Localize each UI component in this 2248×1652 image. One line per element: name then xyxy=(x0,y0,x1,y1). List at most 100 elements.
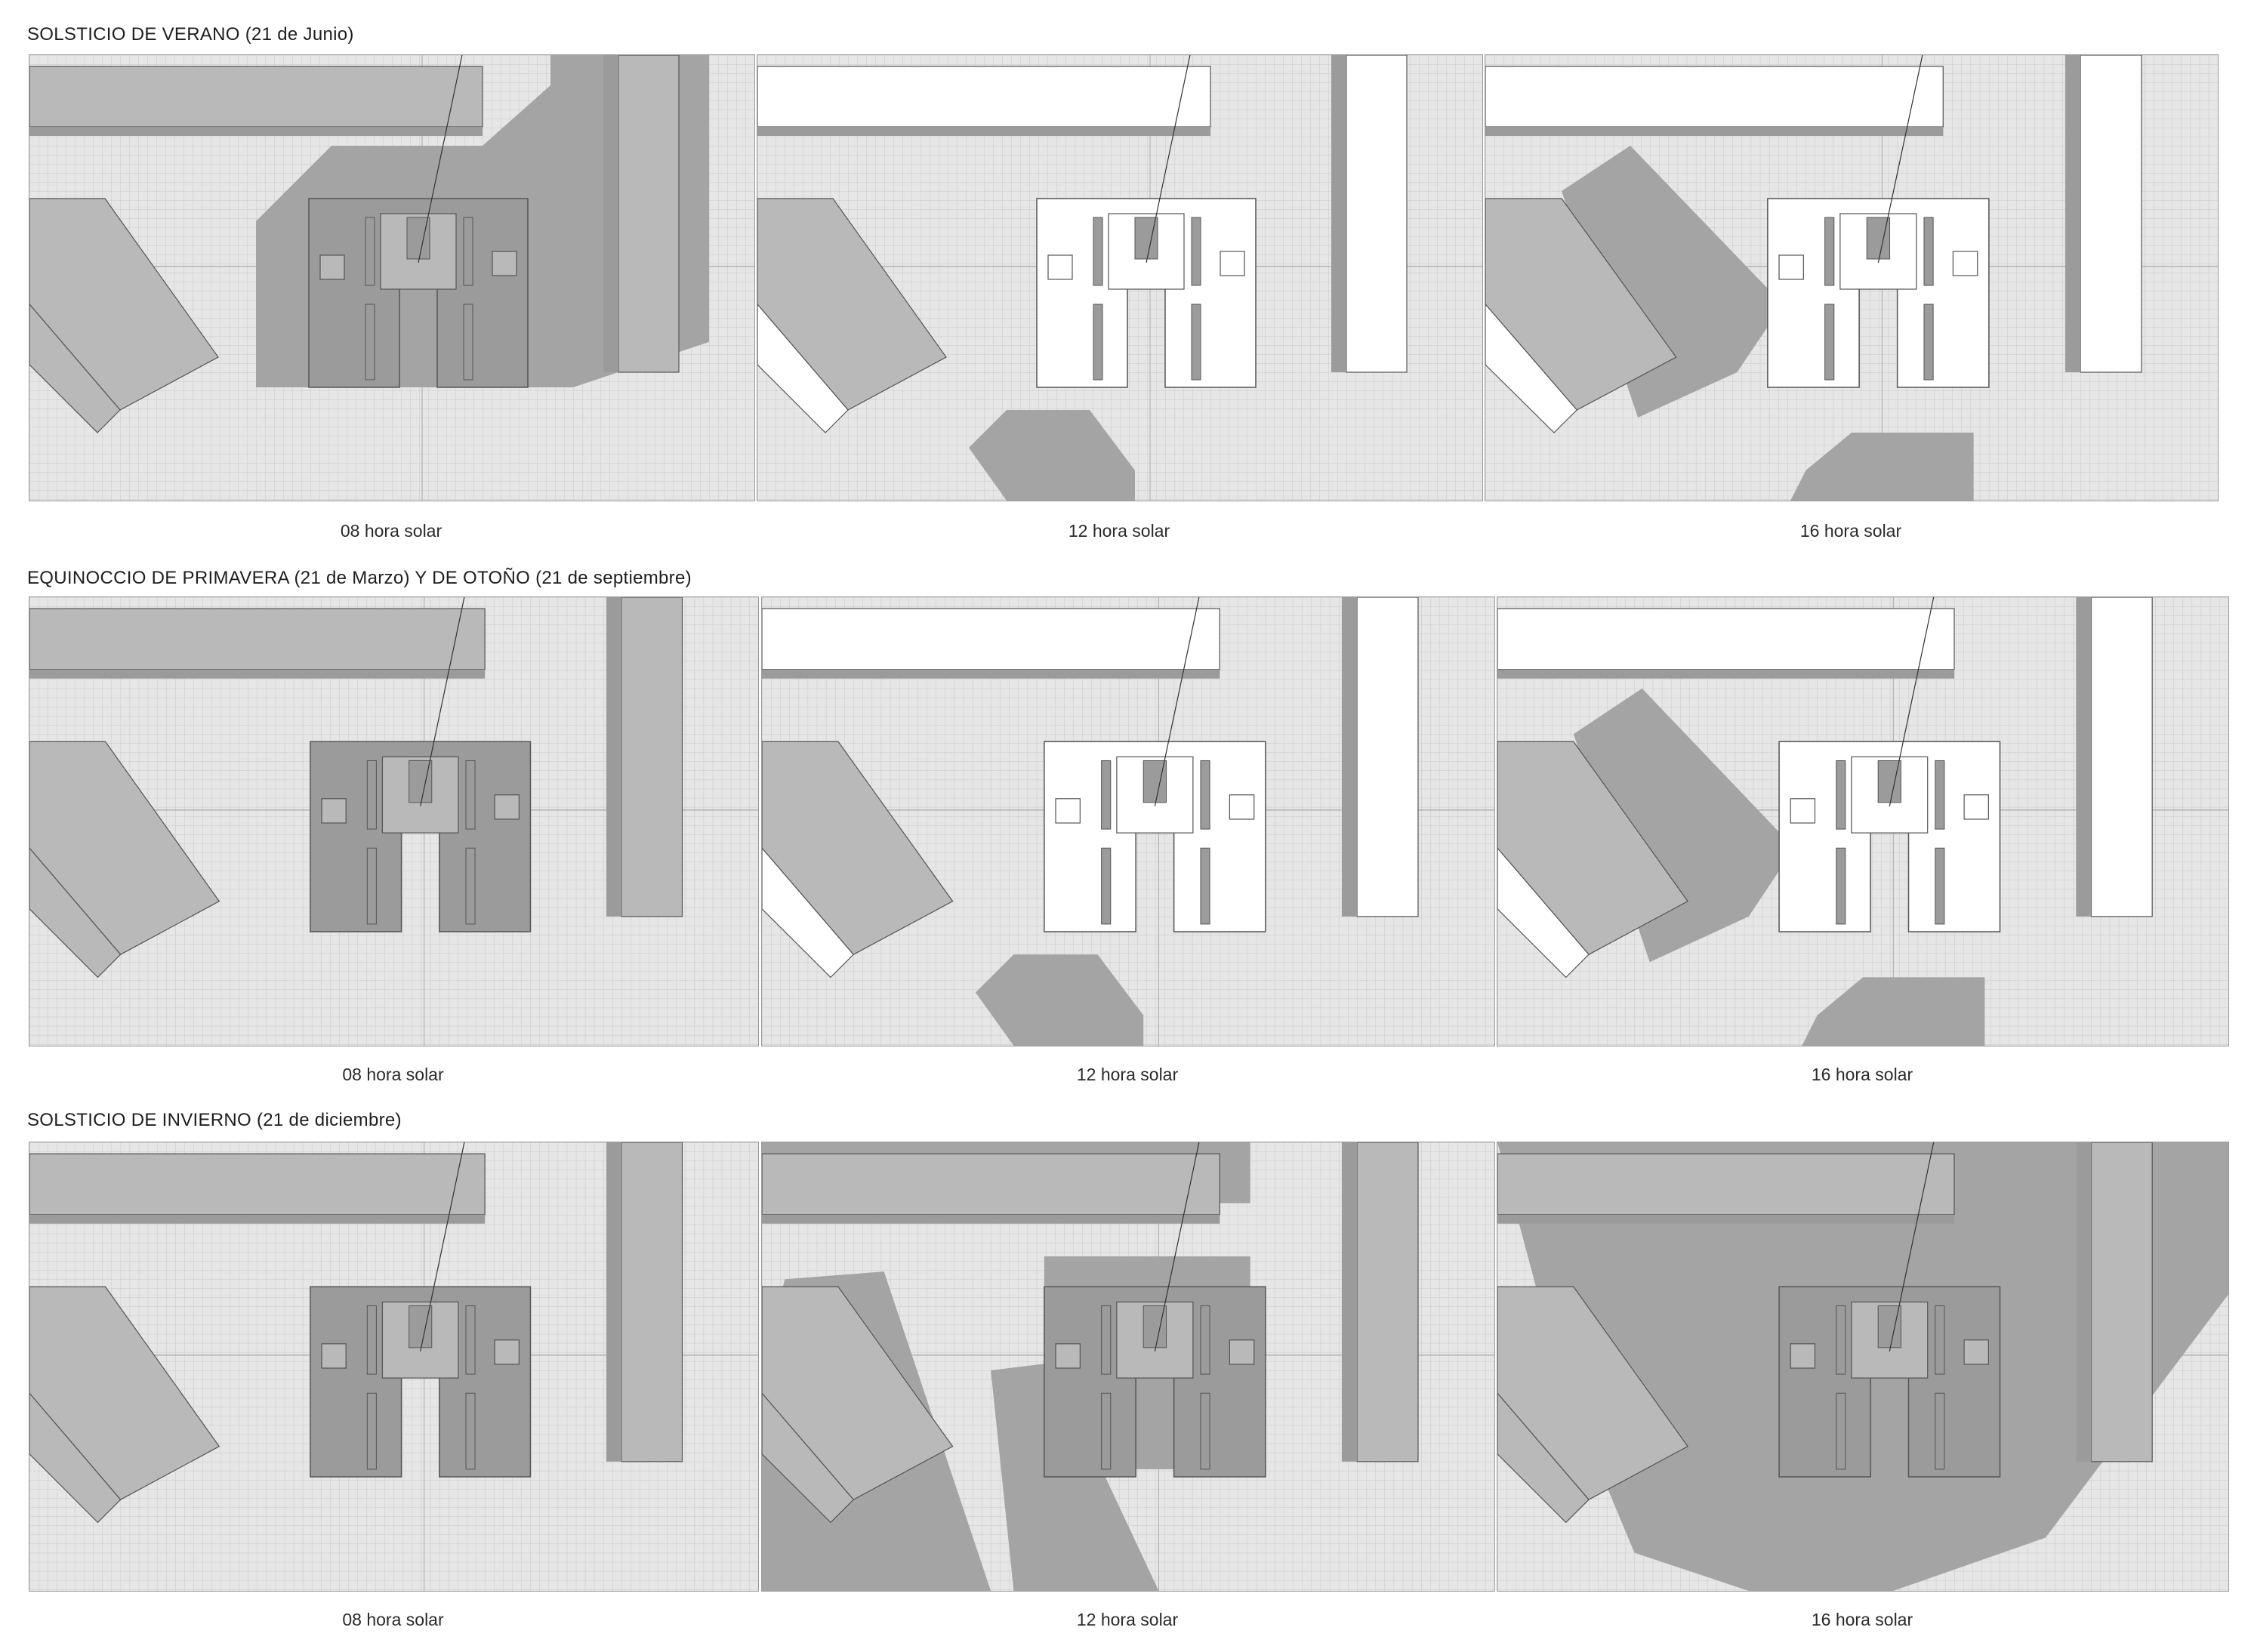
building-side xyxy=(29,127,483,136)
building-block-diagonal xyxy=(29,741,220,955)
house-slit xyxy=(366,1392,377,1470)
building-side xyxy=(29,1214,486,1224)
panel-caption: 12 hora solar xyxy=(1076,1065,1179,1084)
panel-caption: 16 hora solar xyxy=(1811,1610,1913,1629)
site-plan-drawing xyxy=(29,1142,758,1591)
building-block-north xyxy=(757,66,1211,128)
house-cube xyxy=(1229,1339,1255,1365)
north-indicator-line xyxy=(1889,1142,1935,1351)
house-core xyxy=(1866,217,1891,260)
site-plan-drawing xyxy=(1485,55,2218,501)
building-block-north xyxy=(762,608,1220,670)
building-block-diagonal xyxy=(762,1286,954,1500)
house-slit xyxy=(1101,1392,1112,1470)
building-side xyxy=(1341,597,1358,917)
house-cube xyxy=(1790,1343,1816,1369)
house-slit xyxy=(465,1392,476,1470)
section-title-winter-solstice: SOLSTICIO DE INVIERNO (21 de diciembre) xyxy=(27,1110,402,1130)
building-side xyxy=(603,55,618,372)
panel-caption: 08 hora solar xyxy=(342,1610,444,1629)
house-cube xyxy=(1963,1339,1989,1365)
house-cube xyxy=(321,1343,347,1369)
panel-caption: 08 hora solar xyxy=(342,1065,444,1084)
diagram-panel xyxy=(761,1142,1495,1592)
site-plan-drawing xyxy=(757,55,1482,501)
building-side xyxy=(762,1392,855,1524)
north-indicator-line xyxy=(1154,597,1200,806)
house-slit xyxy=(1836,760,1846,830)
building-block-diagonal xyxy=(1497,1286,1688,1500)
diagram-panel xyxy=(1497,596,2229,1046)
north-indicator-line xyxy=(418,55,463,264)
house-cube xyxy=(492,251,517,276)
house-slit xyxy=(1935,760,1945,830)
diagram-panel xyxy=(29,54,755,501)
house-slit xyxy=(365,304,375,381)
house-cube xyxy=(1220,251,1245,276)
house-slit xyxy=(1200,1392,1210,1470)
building-side xyxy=(29,669,486,679)
north-indicator-line xyxy=(1877,55,1923,264)
cast-shadow xyxy=(969,410,1135,501)
diagram-panel xyxy=(29,596,759,1046)
house-core xyxy=(1143,760,1167,803)
diagram-panel xyxy=(29,1142,759,1592)
house-slit xyxy=(465,847,476,925)
north-indicator-line xyxy=(1154,1142,1200,1351)
building-side xyxy=(762,1214,1220,1224)
panel-caption: 16 hora solar xyxy=(1799,521,1902,541)
house-slit xyxy=(366,760,377,830)
building-side xyxy=(762,669,1220,679)
house-slit xyxy=(1101,760,1112,830)
building-block-east xyxy=(2080,55,2142,373)
building-block-north xyxy=(1485,66,1944,128)
house-cube xyxy=(1055,798,1081,824)
house-cube xyxy=(319,254,345,280)
building-block-diagonal xyxy=(757,198,947,411)
north-indicator-line xyxy=(1889,597,1935,806)
building-block-east xyxy=(1356,597,1419,917)
building-side xyxy=(29,304,121,433)
house-slit xyxy=(463,304,473,381)
cast-shadow xyxy=(975,954,1144,1046)
north-indicator-line xyxy=(420,1142,465,1351)
building-side xyxy=(762,847,855,979)
house-slit xyxy=(1200,847,1210,925)
diagram-panel xyxy=(761,596,1495,1046)
building-block-diagonal xyxy=(29,1286,220,1500)
building-side xyxy=(1331,55,1346,372)
house-core xyxy=(1877,760,1901,803)
house-slit xyxy=(1200,1305,1210,1375)
house-core xyxy=(409,760,433,803)
site-plan-drawing xyxy=(762,1142,1494,1591)
site-plan-drawing xyxy=(29,55,754,501)
building-block-north xyxy=(762,1153,1220,1216)
building-block-east xyxy=(2090,1142,2153,1462)
building-block-diagonal xyxy=(1497,741,1688,955)
house-core xyxy=(406,217,430,260)
house-slit xyxy=(1836,1392,1846,1470)
building-side xyxy=(1341,1142,1358,1462)
building-side xyxy=(1497,669,1954,679)
building-block-east xyxy=(1346,55,1408,373)
building-side xyxy=(606,1142,622,1462)
house-cube xyxy=(1963,794,1989,820)
house-slit xyxy=(1191,217,1201,286)
panel-caption: 12 hora solar xyxy=(1076,1610,1179,1629)
house-slit xyxy=(1923,217,1934,286)
house-cube xyxy=(1952,251,1978,276)
building-side xyxy=(29,1392,122,1524)
building-side xyxy=(757,304,849,433)
cast-shadow xyxy=(1802,977,1985,1046)
house-cube xyxy=(1778,254,1804,280)
house-slit xyxy=(1200,760,1210,830)
building-block-diagonal xyxy=(1485,198,1677,411)
house-core xyxy=(1143,1305,1167,1348)
house-cube xyxy=(321,798,347,824)
building-side xyxy=(606,597,622,917)
house-core xyxy=(1134,217,1158,260)
house-cube xyxy=(1055,1343,1081,1369)
house-core xyxy=(409,1305,433,1348)
building-side xyxy=(2076,597,2092,917)
building-block-east xyxy=(2090,597,2153,917)
